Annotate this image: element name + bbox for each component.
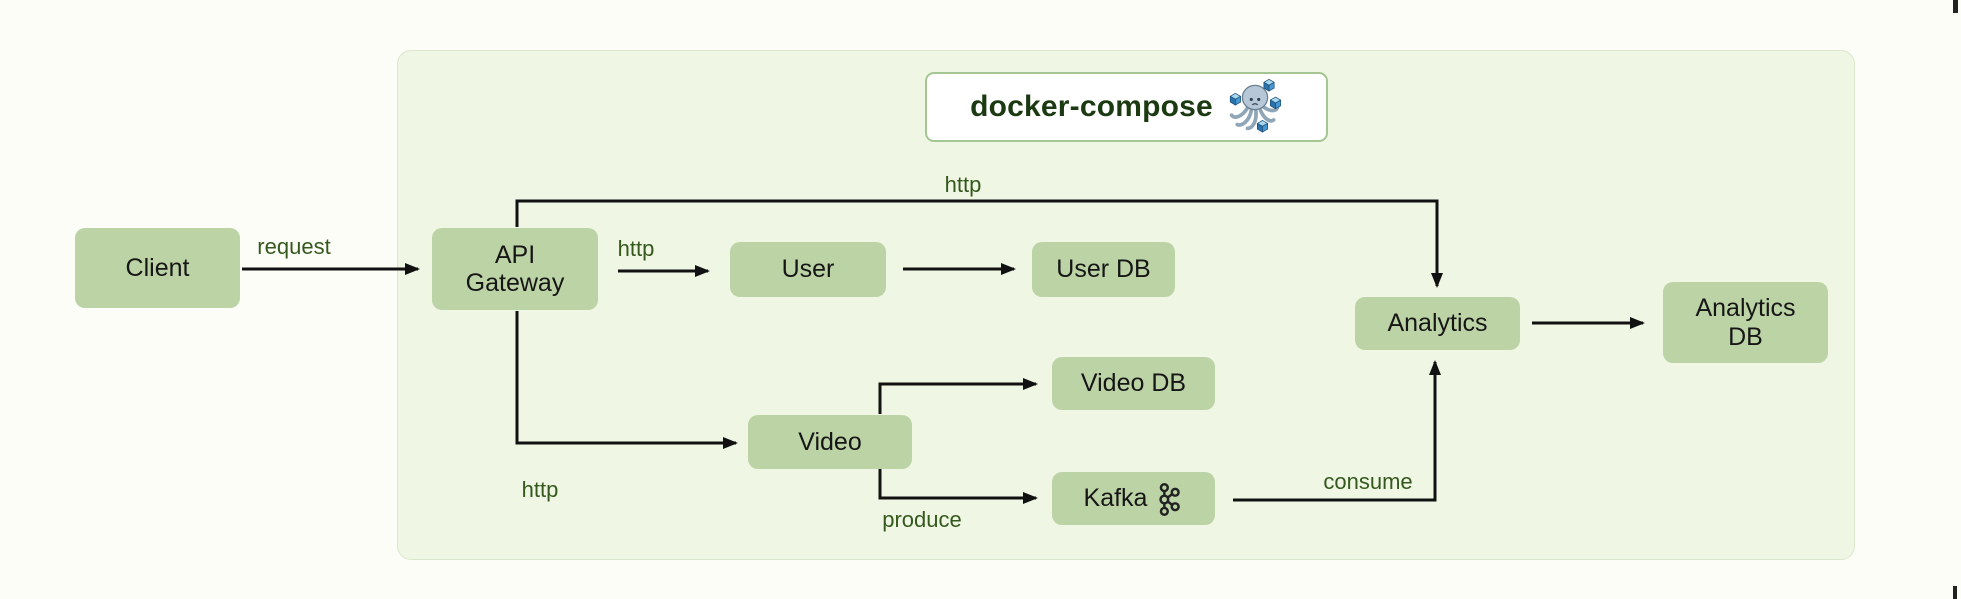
node-video-db: Video DB bbox=[1052, 357, 1215, 410]
edge-label-kafka-to-analytics-consume: consume bbox=[1323, 469, 1413, 494]
node-label: Analytics bbox=[1387, 309, 1488, 338]
node-client: Client bbox=[75, 228, 240, 308]
edge-video-to-kafka-produce bbox=[878, 469, 1038, 504]
docker-compose-octopus-icon bbox=[1227, 76, 1283, 139]
docker-compose-title: docker-compose bbox=[970, 90, 1213, 123]
docker-compose-title-box: docker-compose bbox=[925, 72, 1328, 142]
edge-gateway-to-video-http bbox=[515, 311, 738, 449]
node-label: Analytics DB bbox=[1695, 294, 1796, 351]
node-analytics-db: Analytics DB bbox=[1663, 282, 1828, 363]
edge-video-to-videodb bbox=[878, 378, 1038, 414]
node-label: User bbox=[781, 255, 835, 284]
edge-label-video-to-kafka-produce: produce bbox=[882, 507, 962, 532]
node-user: User bbox=[730, 242, 886, 297]
node-label: API Gateway bbox=[465, 240, 565, 298]
edge-gateway-to-analytics-http bbox=[515, 199, 1443, 288]
node-label: Kafka bbox=[1083, 484, 1148, 513]
node-label: User DB bbox=[1056, 255, 1151, 284]
node-kafka: Kafka bbox=[1052, 472, 1215, 525]
edge-kafka-to-analytics-consume bbox=[1233, 360, 1441, 502]
kafka-icon bbox=[1159, 483, 1181, 516]
node-api-gateway: API Gateway bbox=[432, 228, 598, 310]
edge-label-gateway-to-video-http: http bbox=[521, 477, 559, 502]
edge-label-gateway-to-user-http: http bbox=[617, 236, 655, 261]
node-analytics: Analytics bbox=[1355, 297, 1520, 350]
edge-label-client-to-gateway: request bbox=[257, 234, 331, 259]
node-video: Video bbox=[748, 415, 912, 469]
edge-label-gateway-to-analytics-http: http bbox=[944, 172, 982, 197]
node-label: Video bbox=[798, 427, 862, 456]
scrollbar-fragment-top[interactable] bbox=[1953, 0, 1958, 13]
node-label: Video DB bbox=[1080, 369, 1187, 398]
node-user-db: User DB bbox=[1032, 242, 1175, 297]
scrollbar-fragment-bottom[interactable] bbox=[1953, 586, 1957, 599]
node-label: Client bbox=[125, 253, 190, 282]
